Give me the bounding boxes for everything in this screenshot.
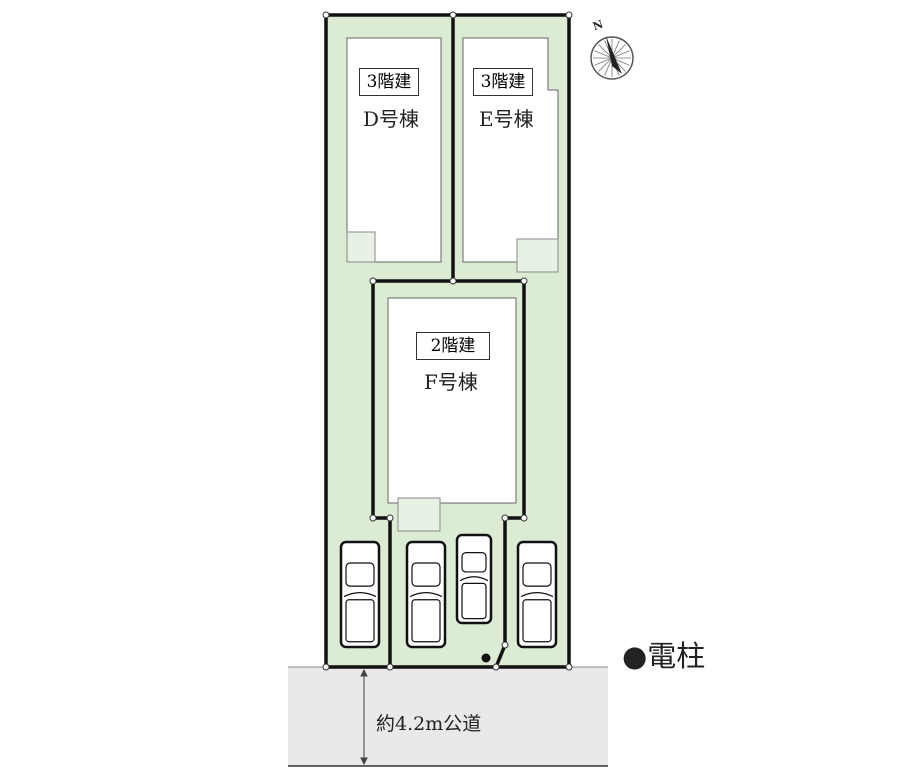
porch-f bbox=[397, 497, 441, 532]
porch-d bbox=[346, 231, 376, 263]
parked-car-icon bbox=[339, 540, 381, 649]
building-f-name: F号棟 bbox=[424, 370, 478, 394]
parked-car-icon bbox=[455, 533, 493, 625]
building-f-floors: 2階建 bbox=[416, 332, 490, 360]
porch-e bbox=[516, 238, 559, 273]
utility-pole-label: ●電柱 bbox=[622, 639, 706, 673]
road-label: 約4.2m公道 bbox=[376, 713, 482, 735]
building-d-name: D号棟 bbox=[363, 107, 420, 131]
compass-icon bbox=[590, 36, 634, 80]
parked-car-icon bbox=[516, 540, 558, 649]
building-e-floors: 3階建 bbox=[473, 68, 533, 96]
parked-car-icon bbox=[405, 540, 447, 649]
road bbox=[288, 667, 608, 766]
road-width-arrow bbox=[360, 668, 368, 766]
building-f bbox=[387, 297, 517, 504]
boundary-markers bbox=[322, 11, 573, 671]
utility-pole-marker bbox=[481, 653, 491, 663]
building-d-floors: 3階建 bbox=[359, 68, 419, 96]
building-e-name: E号棟 bbox=[479, 107, 534, 131]
